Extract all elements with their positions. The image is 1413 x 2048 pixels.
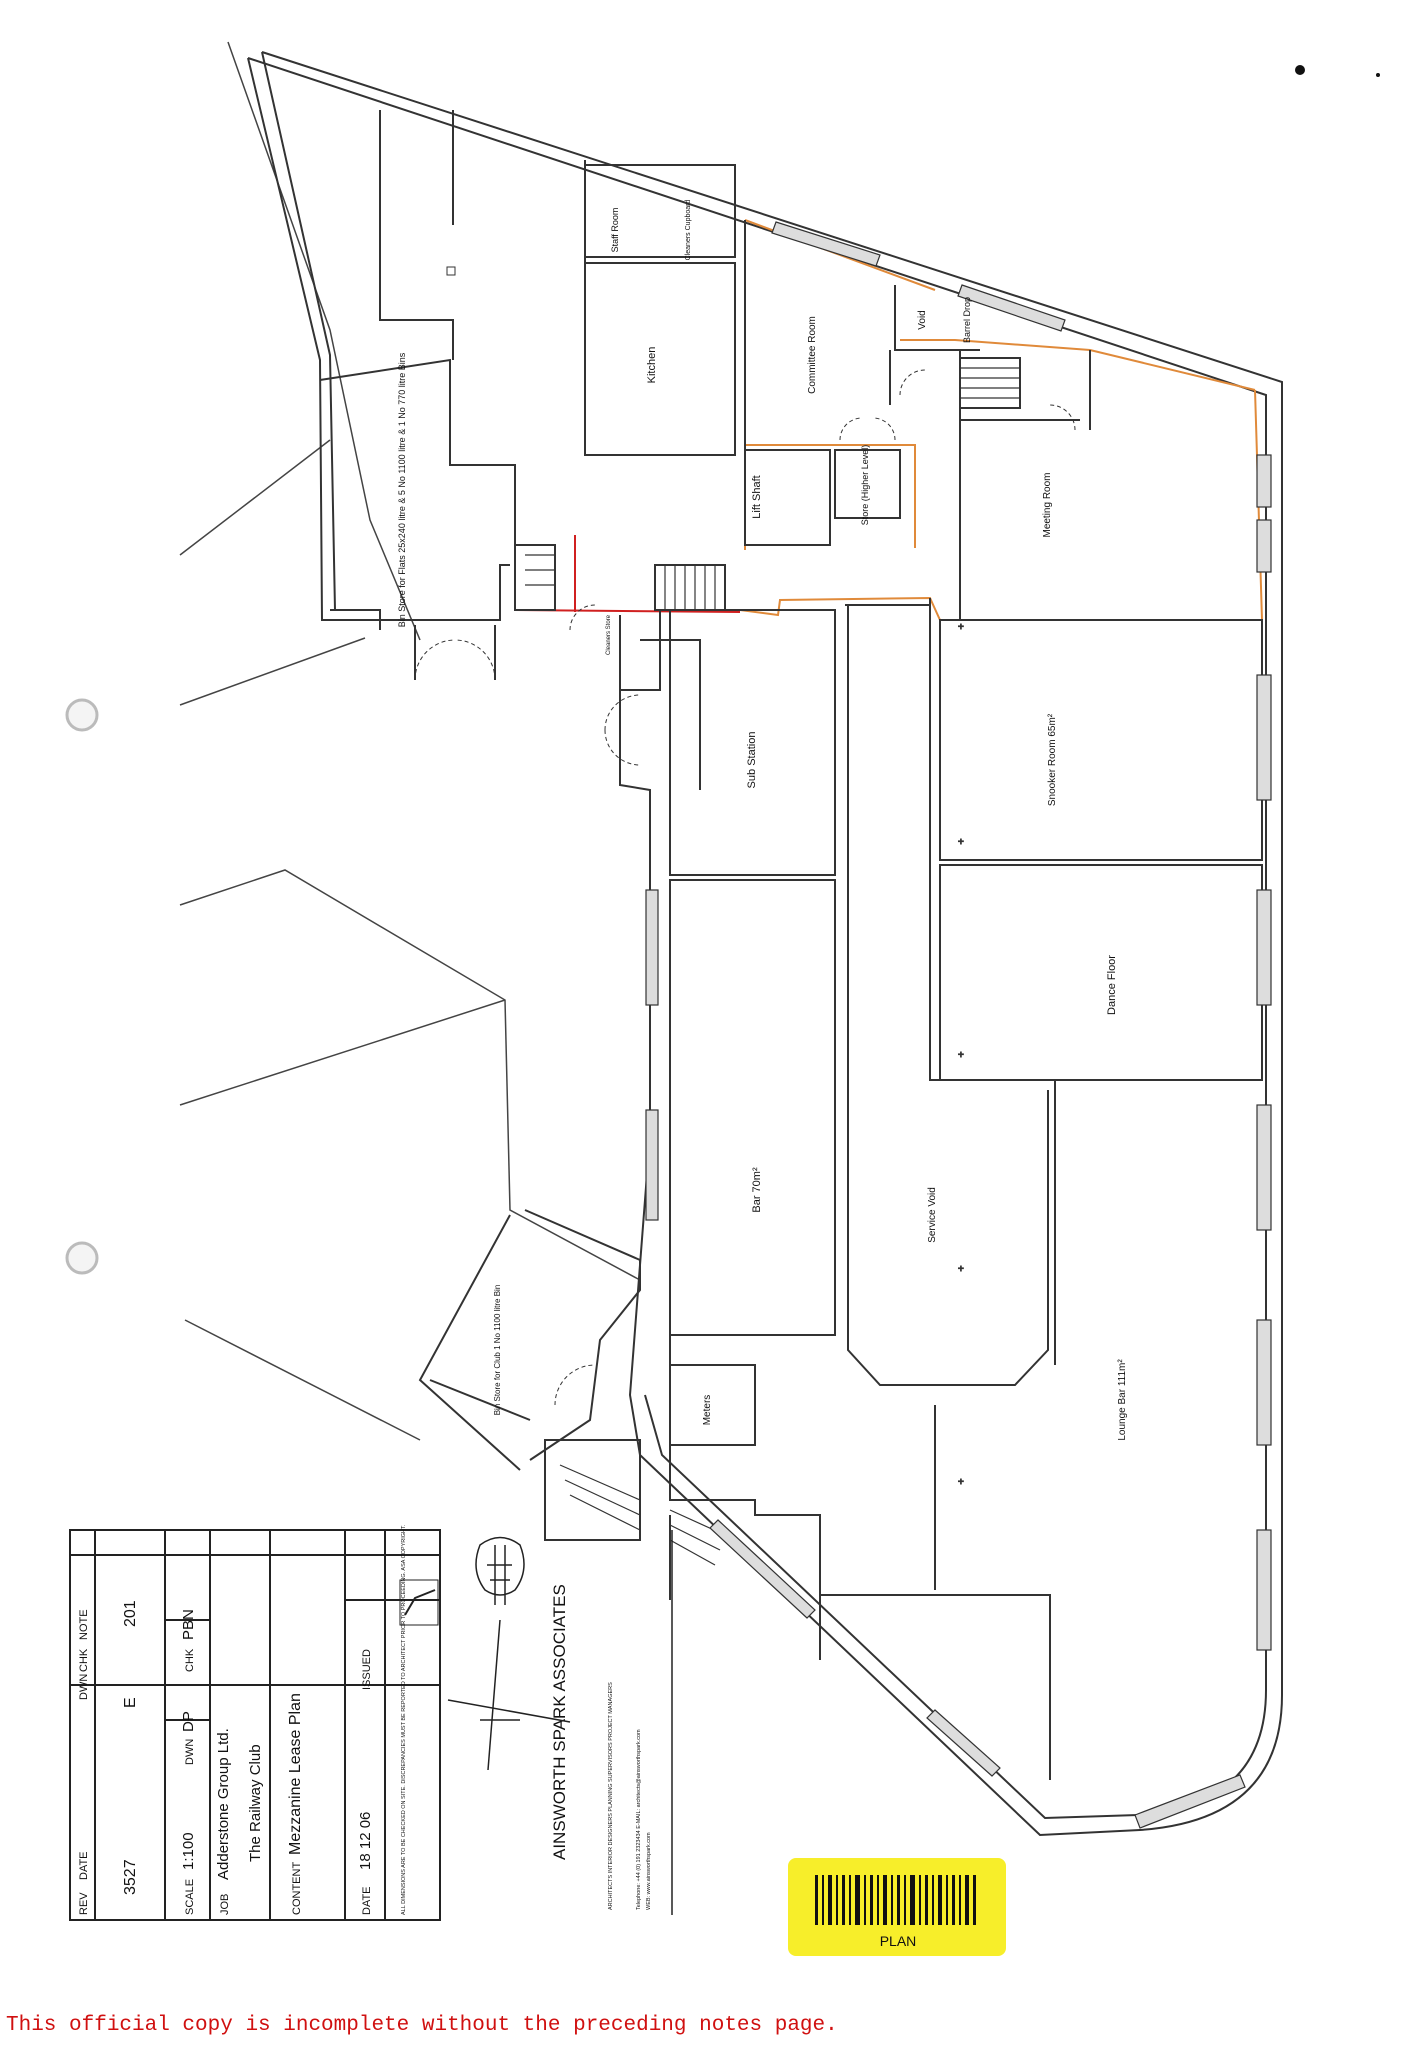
room-bin-store-flats: Bin Store for Flats 25x240 litre & 5 No … bbox=[397, 352, 407, 627]
room-cleaners-cupboard: Cleaners Cupboard bbox=[685, 200, 692, 261]
sheet-number: 201 bbox=[122, 1600, 139, 1627]
date-label: DATE bbox=[361, 1886, 373, 1915]
room-meeting-room: Meeting Room bbox=[1042, 472, 1053, 537]
revision-letter: E bbox=[122, 1697, 139, 1708]
barcode-sticker: PLAN bbox=[788, 1858, 1006, 1956]
svg-text:+: + bbox=[958, 1477, 964, 1488]
room-lift-shaft: Lift Shaft bbox=[751, 475, 763, 518]
issued-label: ISSUED bbox=[361, 1649, 373, 1690]
content-label: CONTENT bbox=[291, 1862, 303, 1915]
job-line-1: Adderstone Group Ltd. bbox=[215, 1728, 232, 1880]
drawing-number: 3527 bbox=[122, 1859, 139, 1895]
iso-certification-mark bbox=[399, 1579, 439, 1626]
firm-details: ARCHITECTS INTERIOR DESIGNERS PLANNING S… bbox=[608, 1682, 614, 1910]
chk-label: CHK bbox=[184, 1648, 196, 1672]
fixture-markers: + + + + + bbox=[446, 266, 965, 1489]
firm-web: WEB: www.ainsworthspark.com bbox=[646, 1832, 652, 1910]
room-service-void: Service Void bbox=[927, 1187, 938, 1243]
svg-text:+: + bbox=[958, 1050, 964, 1061]
room-lounge-bar: Lounge Bar 111m² bbox=[1117, 1359, 1128, 1441]
scale-value: 1:100 bbox=[180, 1832, 197, 1870]
disclaimer-text: ALL DIMENSIONS ARE TO BE CHECKED ON SITE… bbox=[401, 1524, 407, 1915]
room-staff-room: Staff Room bbox=[610, 208, 620, 253]
room-labels: Bin Store for Flats 25x240 litre & 5 No … bbox=[397, 200, 1128, 1441]
job-line-2: The Railway Club bbox=[247, 1744, 264, 1862]
sticker-label: PLAN bbox=[880, 1933, 917, 1949]
room-bin-store-club: Bin Store for Club 1 No 1100 litre Bin bbox=[493, 1285, 502, 1416]
room-barrel-drop: Barrel Drop bbox=[962, 297, 972, 343]
room-kitchen: Kitchen bbox=[646, 347, 658, 384]
barcode-icon bbox=[815, 1875, 976, 1925]
room-sub-station: Sub Station bbox=[746, 732, 758, 789]
header-dwn: DWN bbox=[78, 1674, 90, 1700]
scan-speck-small bbox=[1376, 73, 1380, 77]
room-store: Store (Higher Level) bbox=[860, 445, 870, 526]
room-cleaners-store: Cleaners Store bbox=[606, 614, 612, 655]
firm-logo bbox=[475, 1536, 525, 1605]
room-void: Void bbox=[917, 310, 928, 329]
title-block-text: REV DATE DWN CHK NOTE 3527 E 201 SCALE 1… bbox=[78, 1524, 652, 1915]
scan-speck bbox=[1295, 65, 1305, 75]
chk-value: PBN bbox=[180, 1609, 197, 1640]
punch-hole-top bbox=[65, 698, 99, 732]
content-value: Mezzanine Lease Plan bbox=[287, 1693, 304, 1855]
interior-walls bbox=[319, 110, 1263, 1780]
header-chk: CHK bbox=[78, 1648, 90, 1672]
room-snooker-room: Snooker Room 65m² bbox=[1047, 713, 1058, 806]
window-openings bbox=[645, 221, 1272, 1829]
firm-name: AINSWORTH SPARK ASSOCIATES bbox=[550, 1584, 569, 1860]
footer-text: This official copy is incomplete without… bbox=[6, 2014, 838, 2037]
svg-text:+: + bbox=[958, 1264, 964, 1275]
header-date: DATE bbox=[78, 1851, 90, 1880]
door-swings bbox=[414, 369, 1076, 1406]
job-label: JOB bbox=[219, 1894, 231, 1915]
title-block bbox=[69, 1529, 441, 1921]
room-meters: Meters bbox=[702, 1395, 713, 1426]
footer-notice: This official copy is incomplete without… bbox=[0, 2010, 1413, 2048]
punch-hole-bottom bbox=[65, 1241, 99, 1275]
room-committee-room: Committee Room bbox=[807, 316, 818, 394]
room-bar: Bar 70m² bbox=[751, 1167, 763, 1213]
header-rev: REV bbox=[78, 1892, 90, 1915]
firm-contact: Telephone: +44 (0) 191 2323434 E-MAIL: a… bbox=[636, 1729, 642, 1910]
header-note: NOTE bbox=[78, 1609, 90, 1640]
svg-text:+: + bbox=[958, 622, 964, 633]
svg-text:+: + bbox=[958, 837, 964, 848]
north-arrow bbox=[447, 1619, 571, 1771]
scale-label: SCALE bbox=[184, 1879, 196, 1915]
room-dance-floor: Dance Floor bbox=[1106, 955, 1118, 1015]
site-context-lines bbox=[179, 41, 641, 1441]
dwn-value: DP bbox=[180, 1711, 197, 1732]
dwn-label: DWN bbox=[184, 1739, 196, 1765]
date-value: 18 12 06 bbox=[357, 1812, 374, 1870]
